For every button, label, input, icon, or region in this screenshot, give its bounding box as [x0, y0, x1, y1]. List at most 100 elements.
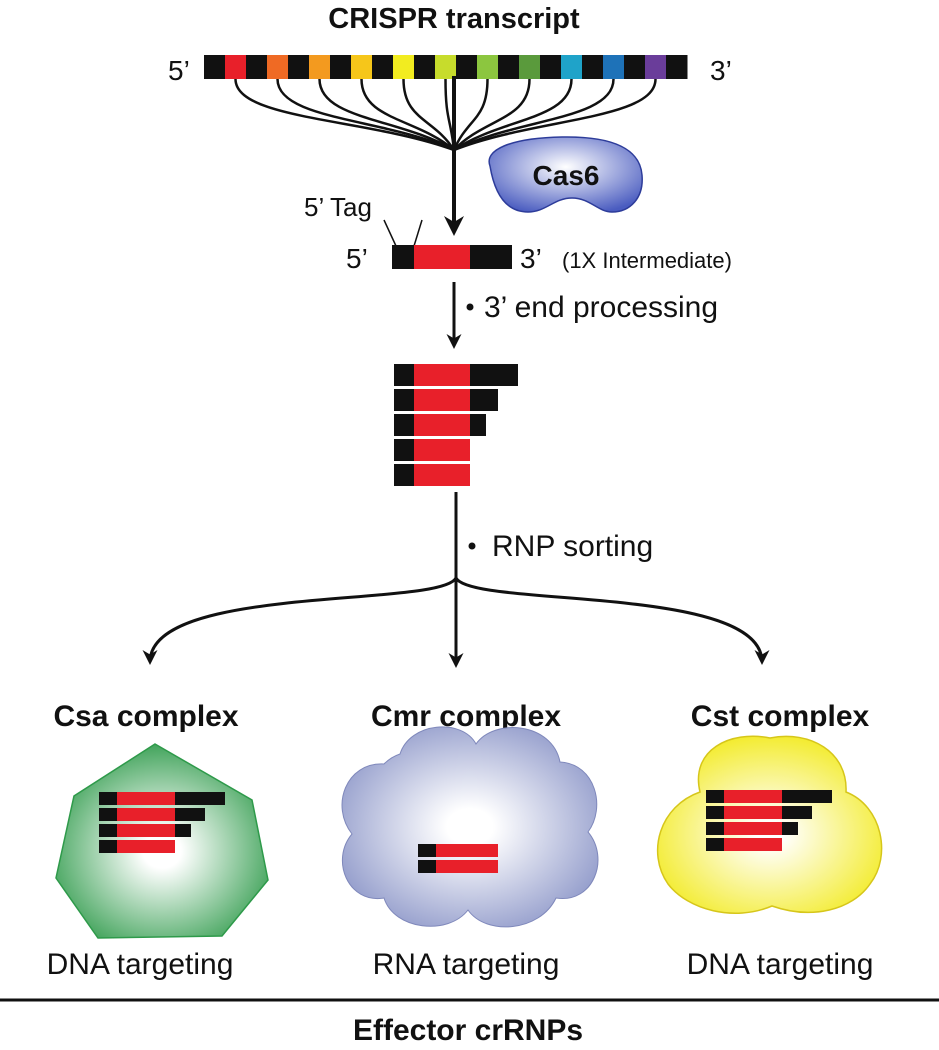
crrna-tag-segment	[394, 439, 414, 461]
cst-targeting-label: DNA targeting	[687, 948, 874, 981]
repeat-segment	[414, 55, 436, 79]
cas6-label: Cas6	[533, 160, 600, 191]
sorting-label: RNP sorting	[492, 530, 653, 563]
crrna-tag-segment	[706, 806, 724, 819]
spacer-segment	[603, 55, 625, 79]
crrna-spacer-segment	[724, 822, 782, 835]
repeat-segment	[288, 55, 310, 79]
crrna-tag-segment	[394, 414, 414, 436]
cst-complex-title: Cst complex	[691, 700, 870, 733]
spacer-segment	[519, 55, 541, 79]
step-bullet	[466, 303, 474, 311]
intermediate-crrna	[392, 245, 512, 269]
processing-curve	[453, 78, 657, 152]
crrna-spacer-segment	[414, 414, 470, 436]
repeat-segment	[582, 55, 604, 79]
tag-pointer-right	[413, 219, 423, 247]
transcript-title: CRISPR transcript	[328, 3, 580, 35]
crrna-tail-segment	[470, 414, 486, 436]
crrna-spacer-segment	[117, 840, 175, 853]
crrna-tag-segment	[418, 860, 436, 873]
crrna-tail-segment	[175, 792, 225, 805]
crrna-spacer-segment	[117, 808, 175, 821]
csa-crrna-stack	[99, 792, 225, 853]
crispr-transcript	[204, 55, 688, 79]
crrna-tag-segment	[99, 792, 117, 805]
crrna-tag-segment	[706, 790, 724, 803]
spacer-segment	[351, 55, 373, 79]
repeat-segment	[540, 55, 562, 79]
crrna-tail-segment	[782, 806, 812, 819]
crrna-spacer-segment	[724, 806, 782, 819]
step-bullet	[468, 542, 476, 550]
crrna-spacer-segment	[414, 439, 470, 461]
spacer-segment	[645, 55, 667, 79]
processing-curve	[234, 78, 455, 152]
cmr-crrna-stack	[418, 844, 498, 873]
crrna-tail-segment	[782, 790, 832, 803]
crrna-tail-segment	[175, 808, 205, 821]
crrna-spacer-segment	[117, 824, 175, 837]
intermediate-label: (1X Intermediate)	[562, 248, 732, 273]
repeat-segment	[456, 55, 478, 79]
cst-crrna-stack	[706, 790, 832, 851]
repeat-segment	[204, 55, 226, 79]
crrna-spacer-segment	[414, 389, 470, 411]
crrna-spacer-segment	[724, 838, 782, 851]
transcript-5prime-label: 5’	[168, 55, 190, 86]
processing-curve	[453, 78, 573, 152]
cas6-enzyme: Cas6	[488, 136, 643, 213]
intermediate-3prime-label: 3’	[520, 243, 542, 274]
repeat-segment	[624, 55, 646, 79]
crrna-spacer-segment	[117, 792, 175, 805]
cst-complex	[656, 735, 883, 914]
repeat-segment	[372, 55, 394, 79]
tag-pointer-left	[383, 219, 397, 247]
processing-curve	[402, 78, 456, 151]
intermediate-5prime-label: 5’	[346, 243, 368, 274]
crrna-spacer-segment	[436, 844, 498, 857]
crrna-spacer-segment	[414, 464, 470, 486]
processing-curve	[360, 78, 455, 151]
processing-curve	[276, 78, 455, 152]
spacer-segment	[225, 55, 247, 79]
processing-curve	[453, 78, 531, 151]
arrow-to-cst	[454, 577, 770, 665]
processing-curve	[453, 78, 615, 152]
spacer-segment	[309, 55, 331, 79]
spacer-segment	[435, 55, 457, 79]
processing-curve	[452, 78, 489, 151]
processing-curve	[318, 78, 455, 152]
spacer-segment	[477, 55, 499, 79]
crrna-tag-segment	[394, 464, 414, 486]
repeat-segment	[666, 55, 688, 79]
crrna-tag-segment	[706, 838, 724, 851]
crrna-spacer-segment	[436, 860, 498, 873]
csa-targeting-label: DNA targeting	[47, 948, 234, 981]
repeat-segment	[330, 55, 352, 79]
repeat-segment	[246, 55, 268, 79]
crrna-spacer-segment	[414, 364, 470, 386]
spacer-segment	[393, 55, 415, 79]
csa-complex	[55, 743, 269, 939]
crrna-tag-segment	[394, 389, 414, 411]
cmr-targeting-label: RNA targeting	[373, 948, 560, 981]
end-processing-label: 3’ end processing	[484, 291, 718, 324]
spacer-segment	[561, 55, 583, 79]
repeat-segment	[498, 55, 520, 79]
mature-crrna-stack	[394, 364, 518, 486]
crrna-tail-segment	[175, 824, 191, 837]
csa-complex-title: Csa complex	[53, 700, 238, 733]
processing-curves	[234, 78, 657, 152]
crrna-spacer-segment	[724, 790, 782, 803]
crrna-tag-segment	[418, 844, 436, 857]
crrna-tail-segment	[782, 822, 798, 835]
crrna-tag-segment	[706, 822, 724, 835]
crrna-tag-segment	[99, 808, 117, 821]
crrna-tag-segment	[394, 364, 414, 386]
spacer-segment	[267, 55, 289, 79]
crrna-tag-segment	[99, 840, 117, 853]
tag-label: 5’ Tag	[304, 192, 372, 222]
crrna-tail-segment	[470, 389, 498, 411]
